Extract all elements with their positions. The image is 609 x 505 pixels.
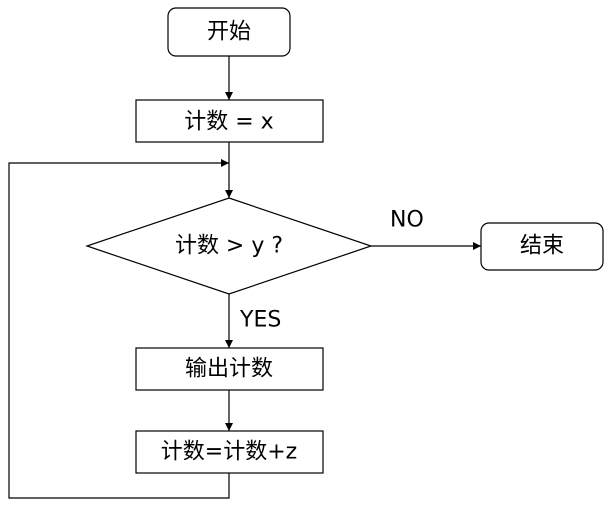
init-node-label: 计数 = x <box>184 110 273 135</box>
output-node: 输出计数 <box>135 347 324 391</box>
end-node-label: 结束 <box>520 234 564 259</box>
increment-node-label: 计数=计数+z <box>161 440 297 465</box>
edge-loop-back <box>8 159 230 499</box>
increment-node: 计数=计数+z <box>135 430 324 474</box>
no-label: NO <box>390 208 424 233</box>
start-node-label: 开始 <box>207 20 251 45</box>
end-node: 结束 <box>480 222 604 271</box>
condition-node: 计数 > y ? <box>85 197 373 295</box>
condition-node-label: 计数 > y ? <box>175 234 283 259</box>
yes-label: YES <box>239 308 281 333</box>
output-node-label: 输出计数 <box>185 357 273 382</box>
init-node: 计数 = x <box>135 99 324 143</box>
start-node: 开始 <box>167 7 291 57</box>
